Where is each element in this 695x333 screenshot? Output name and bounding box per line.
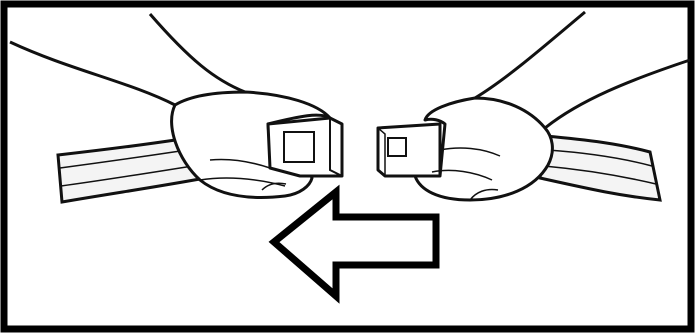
buckle-receiver-icon bbox=[378, 124, 440, 176]
buckle-latch-plate-icon bbox=[268, 118, 342, 176]
